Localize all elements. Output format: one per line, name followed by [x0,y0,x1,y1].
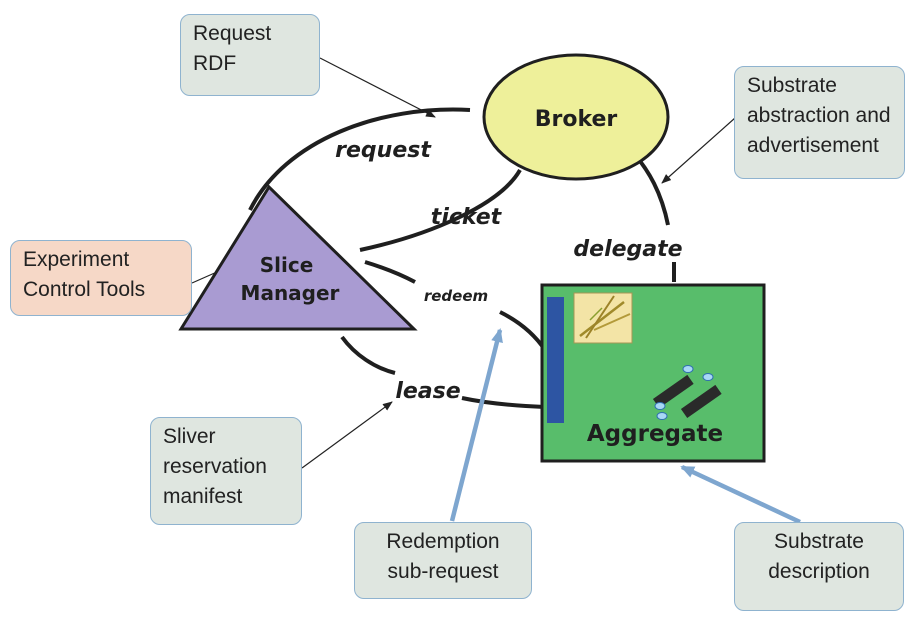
substrate-description-callout: Substrate description [734,522,904,611]
aggregate-thumbnail-icon [573,292,633,344]
callout-line: advertisement [747,134,879,157]
redeem-edge-upper [364,260,416,284]
redeem-edge-lower [499,310,547,352]
slice-manager-node [178,184,418,331]
callout-line: Request [193,22,272,45]
callout-line: sub-request [387,560,499,583]
substrate-description-arrow [680,464,801,525]
request-label: request [335,138,432,163]
delegate-label: delegate [573,237,682,262]
callout-line: Control Tools [23,278,146,301]
callout-line: Substrate [774,530,864,553]
substrate-abstraction-callout: Substrate abstraction and advertisement [734,66,905,179]
callout-line: Experiment [23,248,130,271]
request-rdf-callout: Request RDF [180,14,320,96]
redemption-callout: Redemption sub-request [354,522,532,599]
slice-manager-label: Slice Manager [241,253,340,305]
callout-line: Sliver [163,425,216,448]
callout-line: RDF [193,52,237,75]
lease-edge-left [340,335,396,375]
redeem-label: redeem [424,287,488,305]
request-rdf-arrow [319,57,436,118]
callout-line: manifest [163,485,243,508]
ticket-edge [359,168,522,252]
substrate-abstraction-arrow [661,117,736,184]
sliver-reservation-arrow [301,401,393,469]
lease-label: lease [395,379,460,404]
experiment-control-callout: Experiment Control Tools [10,240,192,316]
aggregate-side-bar [547,297,564,423]
server-racks-icon [652,365,722,420]
ticket-label: ticket [431,205,503,230]
callout-line: description [768,560,870,583]
redemption-arrow [449,328,503,522]
broker-node [482,53,670,181]
callout-line: Substrate [747,74,837,97]
callout-line: abstraction and [747,104,891,127]
callout-line: Redemption [386,530,500,553]
aggregate-label: Aggregate [587,421,723,447]
callout-line: reservation [163,455,267,478]
lease-edge-right [461,396,546,409]
broker-label: Broker [535,107,618,132]
sliver-reservation-callout: Sliver reservation manifest [150,417,302,525]
